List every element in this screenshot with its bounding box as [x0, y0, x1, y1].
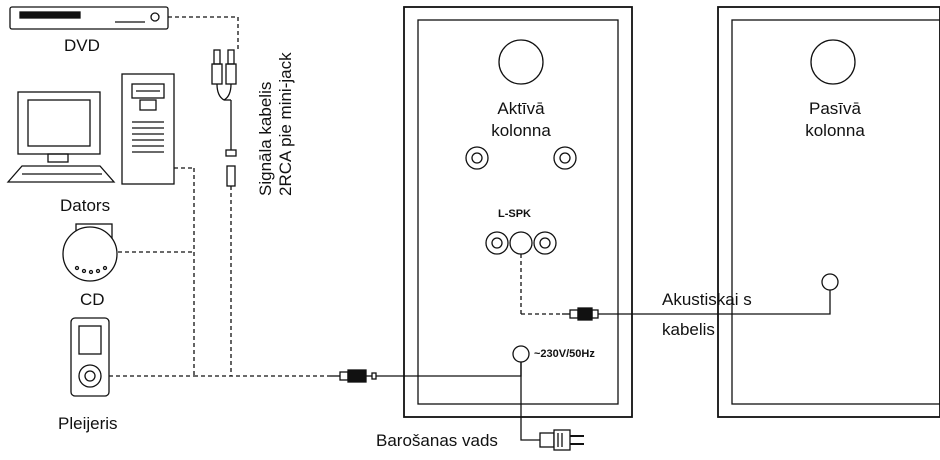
passive-speaker-title-line1: Pasīvā — [809, 99, 861, 118]
cd-player-icon — [62, 223, 118, 282]
speaker-cable-label-line2: kabelis — [662, 320, 715, 339]
active-speaker-title-line1: Aktīvā — [497, 99, 545, 118]
passive-speaker — [717, 6, 940, 418]
passive-speaker-title: Pasīvā kolonna — [785, 98, 885, 142]
computer-icon — [6, 73, 175, 185]
mini-jack-plug-icon — [330, 362, 522, 383]
signal-cable-icon — [211, 49, 237, 187]
power-input-label: ~230V/50Hz — [534, 348, 595, 360]
dvd-label: DVD — [64, 36, 100, 55]
speaker-cable-label-line1: Akustiskai s — [662, 290, 752, 309]
active-speaker-title-line2: kolonna — [491, 121, 551, 140]
computer-label: Dators — [60, 196, 111, 215]
active-speaker-title: Aktīvā kolonna — [471, 98, 571, 142]
player-label: Pleijeris — [58, 414, 118, 433]
dvd-player-icon — [9, 6, 169, 30]
signal-cable-label-line1: Signāla kabelis — [256, 81, 275, 196]
power-cable-label: Barošanas vads — [376, 431, 498, 450]
signal-cable-label: Signāla kabelis 2RCA pie mini-jack — [256, 52, 296, 196]
signal-cable-label-line2: 2RCA pie mini-jack — [276, 52, 295, 196]
media-player-icon — [70, 317, 110, 397]
speaker-cable-plug-icon — [562, 290, 831, 321]
passive-speaker-title-line2: kolonna — [805, 121, 865, 140]
active-speaker — [403, 6, 633, 418]
power-plug-icon — [520, 362, 584, 451]
source-connections — [109, 16, 562, 377]
l-spk-label: L-SPK — [498, 208, 531, 220]
cd-label: CD — [80, 290, 105, 309]
